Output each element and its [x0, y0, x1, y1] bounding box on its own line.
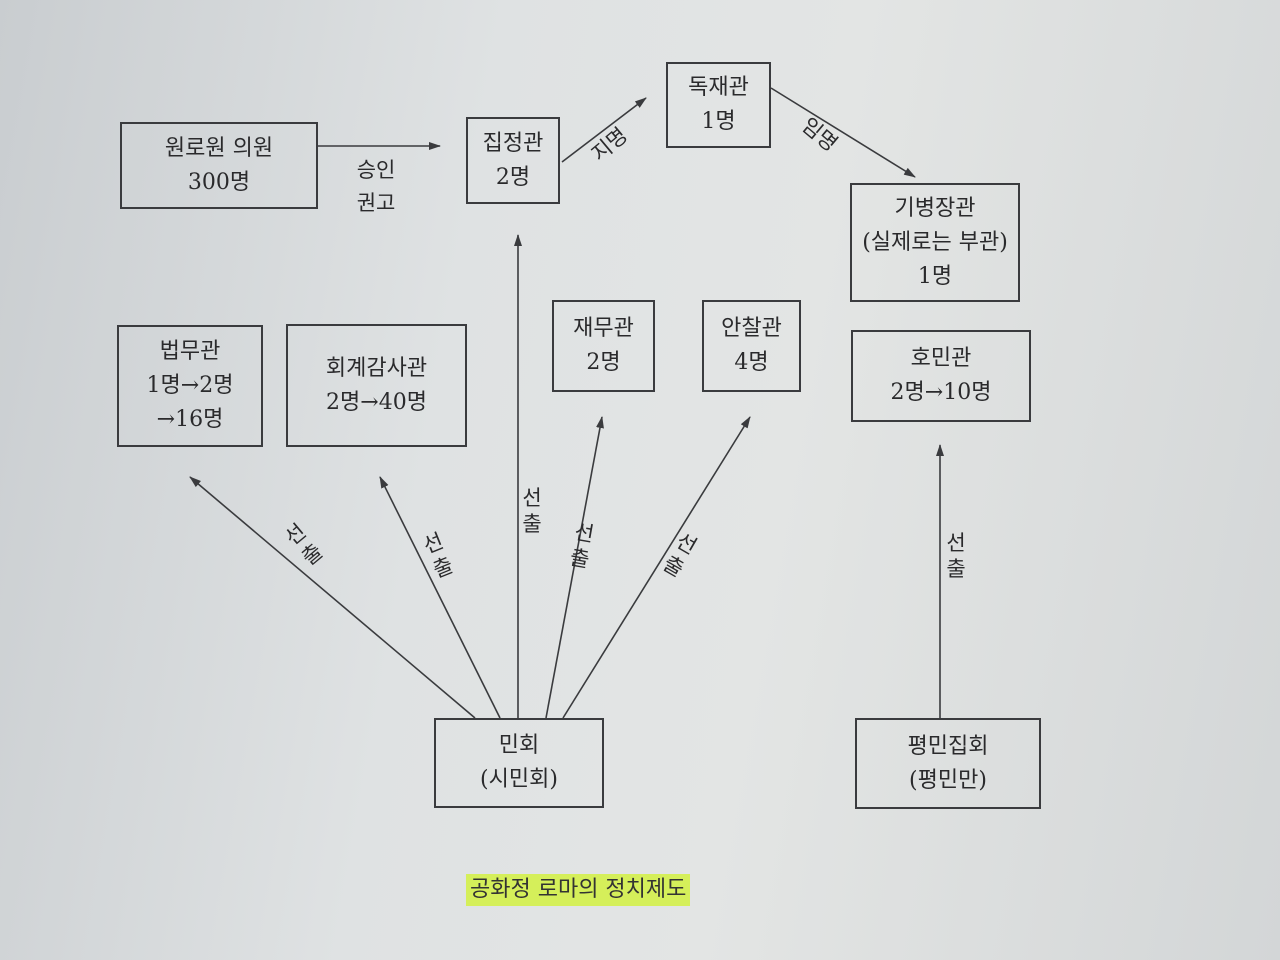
edge-label-elect-quaestor-audit: 선출	[420, 529, 457, 583]
edge-label-approve: 승인	[357, 158, 396, 182]
node-count: 1명	[701, 109, 736, 134]
node-count: 2명→10명	[890, 380, 992, 405]
edge-label-elect-praetor: 선출	[280, 519, 327, 570]
arrow-assembly-to-aedile	[562, 416, 751, 719]
edge-label-char: 출	[946, 557, 965, 581]
node-note: (평민만)	[909, 767, 987, 793]
node-senate: 원로원 의원 300명	[120, 122, 318, 209]
node-treasurer: 재무관 2명	[552, 300, 655, 392]
edge-label-char: 선	[573, 520, 596, 547]
node-count: 2명	[586, 350, 621, 375]
node-master-of-horse: 기병장관 (실제로는 부관) 1명	[850, 183, 1020, 302]
edge-label-char: 출	[430, 553, 457, 582]
arrow-assembly-to-praetor	[189, 476, 476, 719]
node-title: 안찰관	[721, 316, 782, 341]
node-note: (시민회)	[480, 767, 558, 792]
node-title: 원로원 의원	[164, 135, 274, 161]
edge-label-char: 선	[522, 486, 541, 510]
edge-label-elect-aedile: 선출	[659, 529, 701, 582]
node-title: 기병장관	[894, 195, 976, 221]
edge-label-advise: 권고	[357, 191, 396, 215]
node-consul: 집정관 2명	[466, 117, 560, 204]
edge-label-char: 출	[522, 512, 541, 536]
node-dictator: 독재관 1명	[666, 62, 771, 148]
node-quaestor-audit: 회계감사관 2명→40명	[286, 324, 467, 447]
edge-label-char: 출	[568, 545, 591, 572]
node-plebeian-council: 평민집회 (평민만)	[855, 718, 1041, 809]
node-title: 회계감사관	[325, 355, 428, 381]
arrow-dictator-to-master	[770, 87, 916, 178]
arrow-assembly-to-quaestor-audit	[379, 476, 501, 719]
node-title: 민회	[498, 733, 540, 758]
node-title: 집정관	[482, 130, 544, 156]
diagram-caption: 공화정 로마의 정치제도	[466, 874, 691, 906]
node-assembly: 민회 (시민회)	[434, 718, 604, 808]
node-count: 2명	[495, 164, 531, 190]
edge-label-nominate: 지명	[587, 123, 632, 166]
node-title: 호민관	[910, 346, 972, 371]
node-count: 2명→40명	[326, 389, 427, 415]
arrow-consul-to-dictator	[561, 97, 647, 163]
edge-label-elect-treasurer: 선출	[568, 520, 596, 573]
node-count: 4명	[734, 350, 769, 375]
edge-label-elect-consul: 선출	[522, 486, 541, 536]
node-count-2: →16명	[156, 407, 224, 432]
node-aedile: 안찰관 4명	[702, 300, 801, 392]
node-title: 재무관	[573, 316, 634, 341]
node-praetor: 법무관 1명→2명 →16명	[117, 325, 263, 447]
node-title: 평민집회	[907, 733, 989, 759]
node-note: (실제로는 부관)	[862, 229, 1008, 255]
node-count: 300명	[187, 169, 251, 195]
node-count: 1명→2명	[146, 373, 234, 398]
node-count: 1명	[917, 263, 953, 289]
arrow-assembly-to-treasurer	[545, 416, 604, 719]
node-title: 독재관	[688, 75, 749, 100]
node-tribune: 호민관 2명→10명	[851, 330, 1031, 422]
edge-label-elect-tribune: 선출	[946, 531, 965, 581]
edge-label-char: 선	[946, 531, 965, 555]
edge-label-appoint: 임명	[797, 113, 842, 156]
node-title: 법무관	[159, 339, 221, 364]
